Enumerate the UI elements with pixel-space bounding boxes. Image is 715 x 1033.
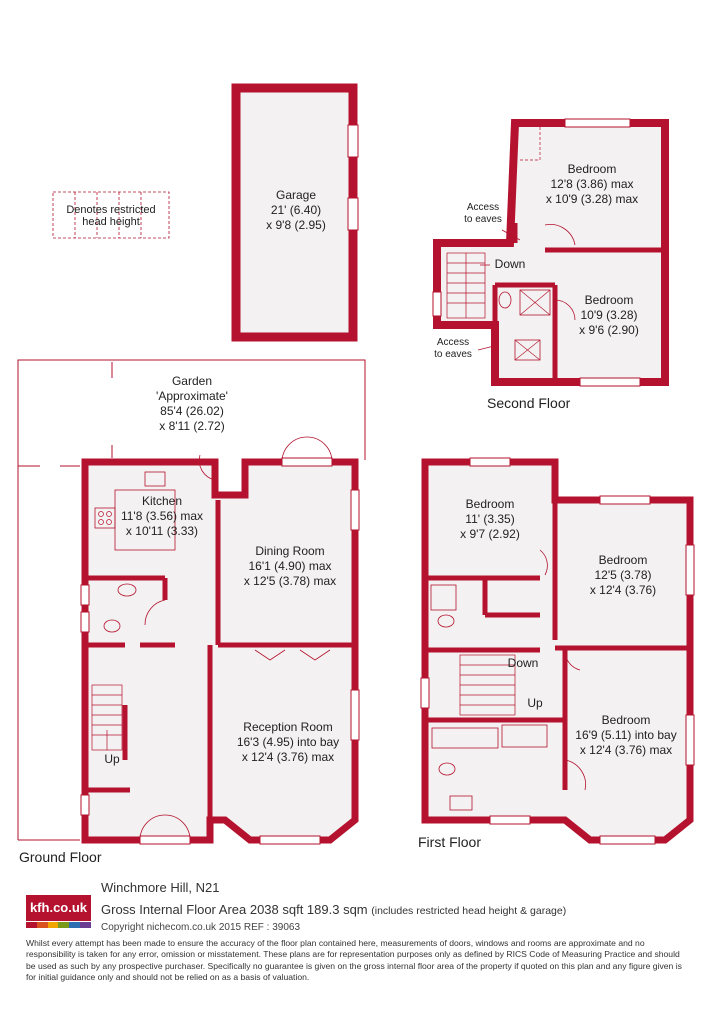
first-bedroom2-dims: 12'5 (3.78) xyxy=(594,568,652,582)
kitchen-label: Kitchen 11'8 (3.56) max x 10'11 (3.33) xyxy=(121,494,203,539)
restricted-key-symbol xyxy=(52,191,170,239)
kitchen-name: Kitchen xyxy=(141,494,183,508)
first-bedroom1-dims: 11' (3.35) xyxy=(465,512,515,526)
garden-dims2: x 8'11 (2.72) xyxy=(159,419,225,433)
first-bedroom3-dims: 16'9 (5.11) into bay xyxy=(575,728,677,742)
first-bedroom3-name: Bedroom xyxy=(601,713,651,727)
dining-room-dims2: x 12'5 (3.78) max xyxy=(243,574,337,588)
garden-dims: 85'4 (26.02) xyxy=(160,404,224,418)
copyright-text: Copyright nichecom.co.uk 2015 REF : 3906… xyxy=(101,922,300,933)
ground-floor-title: Ground Floor xyxy=(19,849,102,865)
first-floor-plan xyxy=(420,457,695,845)
first-up-label: Up xyxy=(527,696,543,710)
reception-room-dims: 16'3 (4.95) into bay xyxy=(236,735,340,749)
property-address: Winchmore Hill, N21 xyxy=(101,880,220,895)
first-bedroom2-dims2: x 12'4 (3.76) xyxy=(589,583,657,597)
first-bedroom3-label: Bedroom 16'9 (5.11) into bay x 12'4 (3.7… xyxy=(575,713,676,758)
dining-room-name: Dining Room xyxy=(255,544,325,558)
first-floor-title: First Floor xyxy=(418,834,481,850)
to-eaves-label-2: to eaves xyxy=(434,349,472,360)
reception-room-dims2: x 12'4 (3.76) max xyxy=(241,750,335,764)
ground-floor-plan xyxy=(80,436,360,845)
garage-dims2: x 9'8 (2.95) xyxy=(266,218,326,232)
to-eaves-label-1: to eaves xyxy=(464,214,502,225)
first-bedroom1-name: Bedroom xyxy=(465,497,515,511)
logo-bar xyxy=(58,922,70,928)
kitchen-dims: 11'8 (3.56) max xyxy=(120,509,204,523)
floor-area-note: (includes restricted head height & garag… xyxy=(371,905,567,917)
reception-room-name: Reception Room xyxy=(243,720,333,734)
reception-room-label: Reception Room 16'3 (4.95) into bay x 12… xyxy=(237,720,339,765)
floor-area: Gross Internal Floor Area 2038 sqft 189.… xyxy=(101,902,566,917)
garden-label: Garden 'Approximate' 85'4 (26.02) x 8'11… xyxy=(156,374,228,434)
second-bedroom2-name: Bedroom xyxy=(584,293,634,307)
kfh-logo-text: kfh.co.uk xyxy=(26,895,91,921)
second-floor-title: Second Floor xyxy=(487,395,571,411)
logo-bar xyxy=(26,922,37,928)
ground-up-label: Up xyxy=(104,752,120,766)
second-bedroom1-label: Bedroom 12'8 (3.86) max x 10'9 (3.28) ma… xyxy=(546,162,638,207)
garden-note: 'Approximate' xyxy=(156,389,228,403)
garage-dims: 21' (6.40) xyxy=(270,203,322,217)
garden-outline xyxy=(17,359,366,841)
floor-area-value: Gross Internal Floor Area 2038 sqft 189.… xyxy=(101,902,368,917)
second-bedroom2-dims2: x 9'6 (2.90) xyxy=(579,323,639,337)
dining-room-dims: 16'1 (4.90) max xyxy=(248,559,332,573)
second-bedroom1-dims: 12'8 (3.86) max xyxy=(550,177,634,191)
access-label-1: Access xyxy=(466,202,500,213)
first-bedroom3-dims2: x 12'4 (3.76) max xyxy=(579,743,673,757)
second-floor-plan xyxy=(432,118,669,387)
logo-color-bars xyxy=(26,922,91,928)
access-eaves-label-1: Access to eaves xyxy=(464,202,502,226)
first-bedroom2-name: Bedroom xyxy=(598,553,648,567)
first-bedroom1-label: Bedroom 11' (3.35) x 9'7 (2.92) xyxy=(460,497,520,542)
second-down-label: Down xyxy=(494,257,526,271)
logo-bar xyxy=(47,922,59,928)
access-label-2: Access xyxy=(436,337,470,348)
second-bedroom2-dims: 10'9 (3.28) xyxy=(580,308,638,322)
first-bedroom1-dims2: x 9'7 (2.92) xyxy=(460,527,520,541)
dining-room-label: Dining Room 16'1 (4.90) max x 12'5 (3.78… xyxy=(244,544,336,589)
garage-label: Garage 21' (6.40) x 9'8 (2.95) xyxy=(266,188,326,233)
second-bedroom1-dims2: x 10'9 (3.28) max xyxy=(545,192,639,206)
second-bedroom1-name: Bedroom xyxy=(567,162,617,176)
disclaimer-text: Whilst every attempt has been made to en… xyxy=(26,938,682,982)
garden-name: Garden xyxy=(171,374,213,388)
garage-name: Garage xyxy=(275,188,317,202)
garage-outline xyxy=(231,83,359,342)
first-down-label: Down xyxy=(507,656,539,670)
second-bedroom2-label: Bedroom 10'9 (3.28) x 9'6 (2.90) xyxy=(579,293,639,338)
logo-bar xyxy=(69,922,81,928)
kitchen-dims2: x 10'11 (3.33) xyxy=(125,524,199,538)
logo-bar xyxy=(80,922,91,928)
restricted-key-label: Denotes restricted head height xyxy=(66,204,156,228)
logo-bar xyxy=(36,922,48,928)
kfh-logo[interactable]: kfh.co.uk xyxy=(26,895,91,928)
first-bedroom2-label: Bedroom 12'5 (3.78) x 12'4 (3.76) xyxy=(590,553,656,598)
access-eaves-label-2: Access to eaves xyxy=(434,337,472,361)
